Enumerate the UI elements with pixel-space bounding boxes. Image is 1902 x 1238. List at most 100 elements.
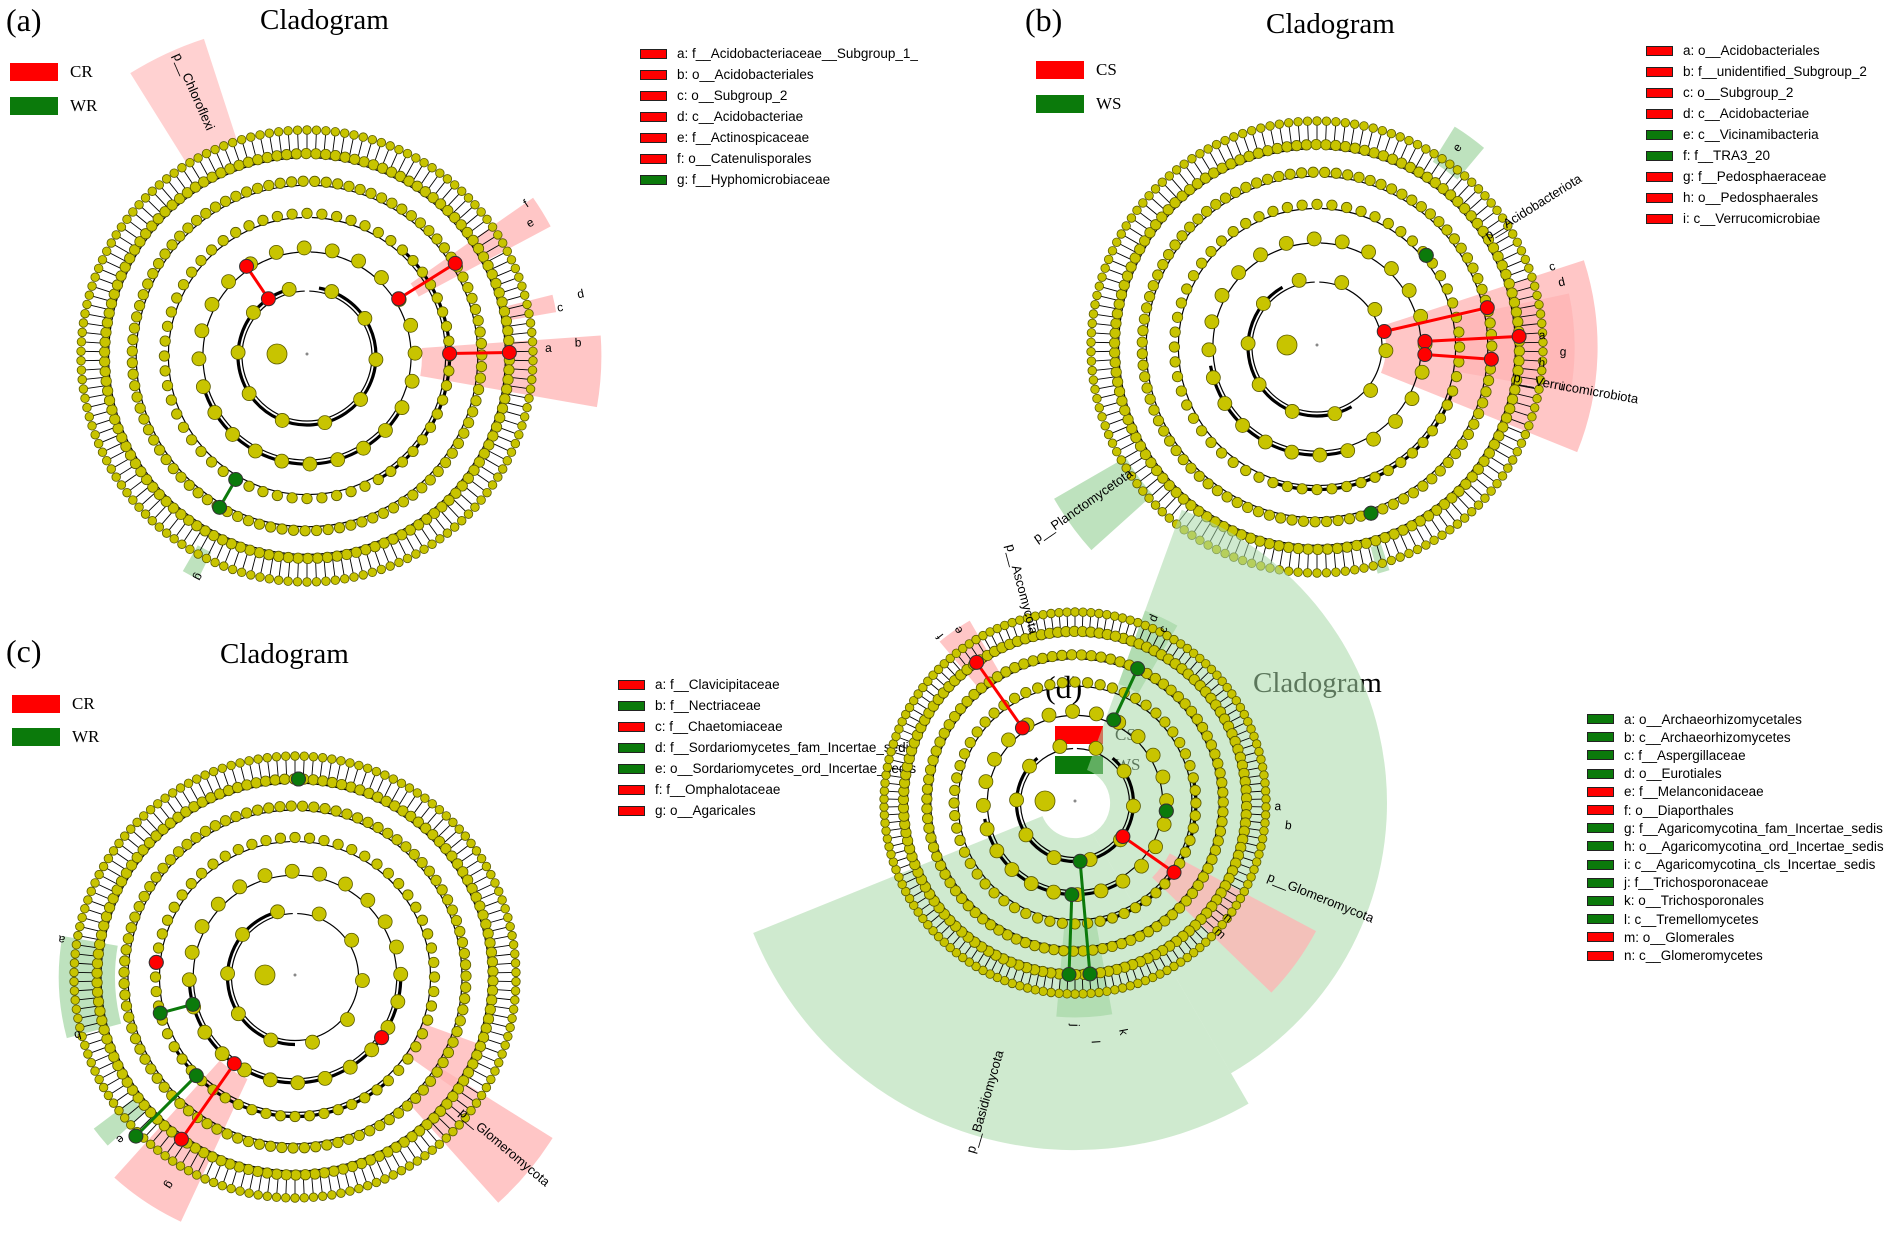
taxon-node <box>1227 907 1237 917</box>
taxon-node <box>1254 746 1264 757</box>
taxon-node <box>884 841 894 852</box>
taxon-node <box>115 875 128 888</box>
taxon-node <box>1477 225 1489 237</box>
taxon-node <box>1267 205 1279 217</box>
taxon-node <box>177 539 187 549</box>
taxon-node <box>260 834 272 847</box>
taxon-node <box>181 187 193 199</box>
taxon-node <box>264 574 275 584</box>
taxon-node <box>260 1107 272 1120</box>
taxon-node <box>463 509 474 519</box>
taxon-node <box>251 182 264 194</box>
taxon-node <box>1134 243 1146 255</box>
taxon-node <box>272 550 285 562</box>
taxon-node <box>1422 510 1435 522</box>
taxon-node <box>351 812 364 824</box>
biomarker-node <box>1418 247 1434 263</box>
clade-highlight <box>130 38 238 165</box>
taxon-node <box>289 831 301 844</box>
taxon-node <box>1331 542 1343 554</box>
taxon-node <box>1406 194 1418 206</box>
taxon-node <box>83 895 93 905</box>
taxon-node <box>420 793 430 803</box>
taxon-node <box>153 799 163 809</box>
taxon-node <box>164 854 177 866</box>
taxon-node <box>1044 915 1056 927</box>
taxon-node <box>1097 943 1109 955</box>
taxon-node <box>1404 161 1416 174</box>
taxon-node <box>176 1053 188 1065</box>
taxon-node <box>1169 356 1181 368</box>
taxon-node <box>186 434 198 446</box>
taxon-node <box>1312 116 1322 126</box>
taxon-node <box>1136 336 1148 348</box>
taxon-node <box>1537 328 1548 338</box>
taxon-node <box>496 402 509 414</box>
taxon-node <box>1169 634 1179 645</box>
taxon-node <box>1510 306 1522 318</box>
taxon-node <box>1467 507 1477 517</box>
legend-row: b: o__Acidobacteriales <box>640 64 918 85</box>
taxon-node <box>493 287 505 299</box>
taxon-node <box>431 1066 443 1078</box>
legend-text: g: o__Agaricales <box>655 803 756 818</box>
taxon-node <box>274 177 286 189</box>
taxon-node <box>1364 174 1376 187</box>
taxon-node <box>1129 252 1141 264</box>
taxon-node <box>376 564 387 575</box>
taxon-node <box>125 922 137 934</box>
taxon-node <box>987 751 1002 767</box>
taxon-node <box>397 805 409 817</box>
taxon-node <box>183 479 195 491</box>
taxon-node <box>939 868 951 880</box>
taxon-node <box>436 501 448 513</box>
taxon-node <box>198 1147 210 1159</box>
taxon-node <box>405 810 417 822</box>
taxon-node <box>260 775 272 787</box>
taxon-node <box>389 800 401 812</box>
taxon-node <box>1184 184 1196 196</box>
taxon-node <box>1190 797 1202 809</box>
taxon-node <box>129 244 141 256</box>
legend-row: h: o__Agaricomycotina_ord_Incertae_sedis <box>1587 837 1884 855</box>
taxon-node <box>1119 404 1131 416</box>
taxon-node <box>1057 945 1070 957</box>
taxon-node <box>1144 393 1156 405</box>
biomarker-branch <box>1424 353 1492 361</box>
taxon-node <box>956 892 968 905</box>
taxon-node <box>1162 630 1172 641</box>
taxon-node <box>484 1003 496 1016</box>
taxon-node <box>998 895 1010 907</box>
biomarker-node <box>1376 323 1392 339</box>
taxon-node <box>318 1167 330 1179</box>
taxon-node <box>1038 609 1048 620</box>
taxon-node <box>97 447 108 457</box>
taxon-node <box>1112 237 1122 247</box>
taxon-node <box>1283 118 1294 128</box>
taxon-node <box>527 365 538 375</box>
taxon-node <box>1170 486 1182 499</box>
taxon-node <box>358 570 368 580</box>
legend-row: c: f__Chaetomiaceae <box>618 716 916 737</box>
taxon-node <box>144 1106 157 1119</box>
root-node <box>266 343 288 365</box>
taxon-node <box>90 878 100 888</box>
taxon-node <box>1086 347 1096 357</box>
taxon-node <box>1046 850 1062 866</box>
taxon-node <box>1088 375 1099 385</box>
taxon-node <box>1532 393 1542 404</box>
taxon-node <box>1492 205 1502 216</box>
leaf-branch <box>319 1173 323 1195</box>
taxon-node <box>161 320 174 332</box>
taxon-node <box>411 549 421 559</box>
legend-swatch <box>640 153 667 164</box>
taxon-node <box>519 290 530 300</box>
taxon-node <box>978 774 994 790</box>
taxon-node <box>1480 493 1490 503</box>
taxon-node <box>1321 543 1334 555</box>
group-swatch <box>12 695 60 713</box>
taxon-node <box>933 664 944 675</box>
taxon-node <box>431 292 443 304</box>
taxon-node <box>881 826 891 836</box>
taxon-node <box>1235 418 1250 433</box>
